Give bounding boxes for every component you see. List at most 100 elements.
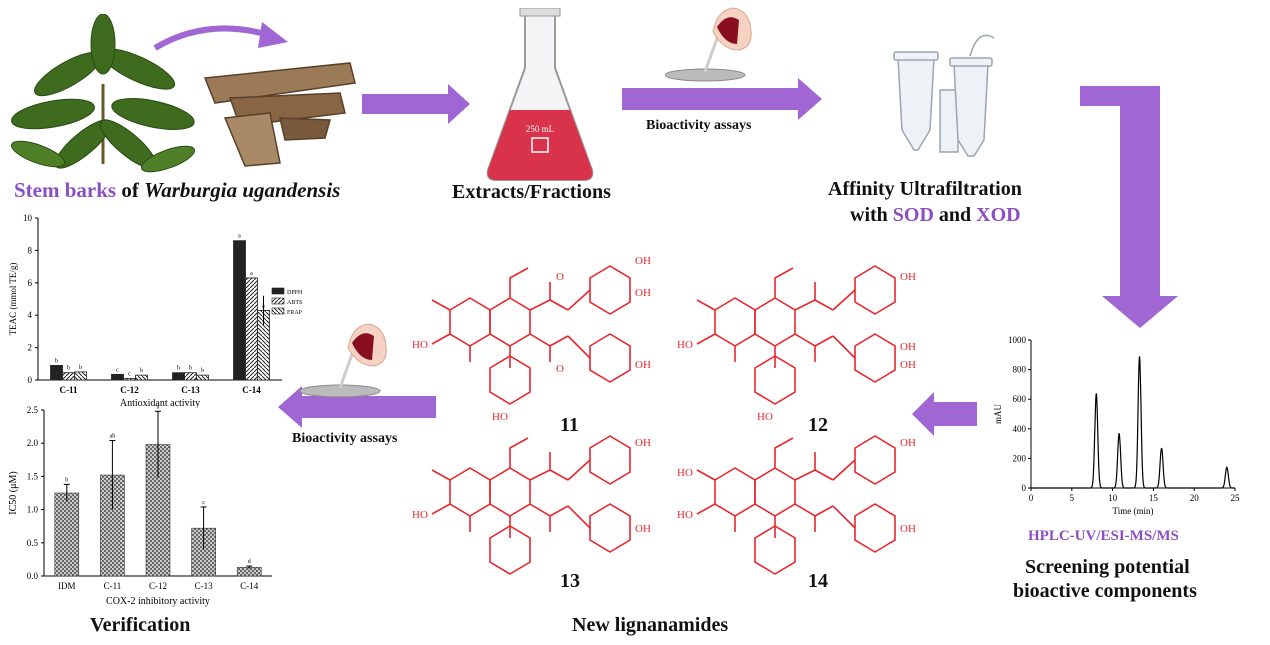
y-tick-label: 200 — [1013, 453, 1027, 463]
y-tick-label: 4 — [28, 310, 33, 320]
compound-11-number: 11 — [560, 414, 579, 436]
svg-text:O: O — [556, 363, 564, 375]
x-tick-label: 10 — [1108, 493, 1118, 503]
bar-dpph — [111, 373, 124, 381]
chart-title: Antioxidant activity — [120, 398, 200, 408]
bar-abts — [245, 277, 258, 381]
screening-line2: bioactive components — [1013, 580, 1197, 602]
significance-letter: b — [177, 366, 180, 372]
compound-14-number: 14 — [808, 570, 828, 592]
y-tick-label: 1.5 — [27, 471, 39, 481]
chromatogram-trace — [1031, 356, 1235, 489]
y-tick-label: 0 — [28, 375, 33, 385]
x-axis-label: Time (min) — [1113, 506, 1154, 516]
svg-text:OH: OH — [635, 437, 651, 449]
significance-letter: b — [189, 366, 192, 372]
x-tick-label: C-13 — [181, 385, 200, 395]
svg-text:HO: HO — [677, 509, 693, 521]
legend-swatch — [271, 287, 285, 295]
significance-letter: a — [238, 234, 241, 240]
dropper-hand-icon — [665, 7, 752, 82]
significance-letter: b — [79, 365, 82, 371]
chart-title: COX-2 inhibitory activity — [106, 596, 210, 607]
significance-letter: c — [116, 367, 119, 373]
arrow-icon — [622, 78, 822, 120]
compound-13-number: 13 — [560, 570, 580, 592]
y-tick-label: 0.0 — [27, 571, 39, 581]
flask-icon: 250 mL — [486, 8, 594, 181]
significance-letter: b — [201, 368, 204, 374]
significance-letter: ab — [110, 434, 116, 440]
dropper-hand-icon — [300, 323, 387, 398]
svg-text:OH: OH — [635, 359, 651, 371]
stem-barks-prefix: Stem barks — [14, 178, 117, 202]
bar-frap — [196, 374, 209, 381]
y-tick-label: 2 — [28, 343, 33, 353]
plant-icon — [11, 14, 195, 173]
significance-letter: b — [67, 366, 70, 372]
y-tick-label: 600 — [1013, 394, 1027, 404]
significance-letter: c — [202, 500, 205, 506]
flask-mark: 250 mL — [526, 124, 554, 134]
arrow-icon — [258, 22, 288, 48]
y-tick-label: 0 — [1022, 483, 1027, 493]
affinity-line1: Affinity Ultrafiltration — [828, 178, 1022, 200]
extracts-label: Extracts/Fractions — [452, 181, 611, 203]
bioassay-mid-label: Bioactivity assays — [292, 431, 398, 446]
species-name: Warburgia ugandensis — [144, 178, 341, 202]
x-tick-label: C-11 — [60, 385, 79, 395]
affinity-and: and — [933, 204, 977, 226]
bar-frap — [135, 374, 148, 381]
affinity-line2: with SOD and XOD — [850, 204, 1021, 227]
y-tick-label: 2.0 — [27, 438, 39, 448]
bioassay-top-label: Bioactivity assays — [646, 118, 752, 133]
curved-arrow-icon — [153, 25, 266, 51]
xod-label: XOD — [976, 204, 1021, 226]
legend-label: DPPH — [287, 290, 302, 296]
verification-label: Verification — [90, 614, 191, 636]
svg-text:OH: OH — [900, 359, 916, 371]
svg-text:OH: OH — [635, 255, 651, 267]
significance-letter: a — [157, 404, 160, 410]
y-tick-label: 10 — [23, 213, 33, 223]
sod-label: SOD — [892, 204, 934, 226]
lignanamide-structures: OH OH OH HO O O HO OH OH OH HO HO OH OH … — [412, 255, 916, 575]
x-tick-label: C-13 — [195, 581, 214, 591]
microtube-icon — [893, 34, 995, 157]
x-tick-label: C-11 — [104, 581, 122, 591]
bar-dpph — [50, 365, 63, 381]
svg-text:HO: HO — [412, 339, 428, 351]
y-tick-label: 1.0 — [27, 505, 39, 515]
bar-abts — [123, 377, 136, 381]
compound-14: OH OH HO HO HO — [677, 435, 916, 575]
y-tick-label: 1000 — [1008, 335, 1027, 345]
y-tick-label: 0.5 — [27, 538, 39, 548]
svg-text:HO: HO — [677, 339, 693, 351]
significance-letter: b — [140, 368, 143, 374]
x-tick-label: C-14 — [240, 581, 259, 591]
bar — [54, 492, 80, 577]
significance-letter: b — [65, 477, 68, 483]
compound-12-number: 12 — [808, 414, 828, 436]
svg-text:O: O — [556, 271, 564, 283]
legend-label: FRAP — [287, 310, 302, 316]
y-axis-label: mAU — [993, 404, 1003, 425]
svg-text:OH: OH — [900, 341, 916, 353]
stem-barks-label: Stem barks of Warburgia ugandensis — [14, 178, 340, 203]
x-tick-label: C-12 — [120, 385, 139, 395]
legend-swatch — [271, 307, 285, 315]
new-lignanamides-label: New lignanamides — [572, 614, 729, 636]
significance-letter: b — [55, 358, 58, 364]
bar-abts — [184, 372, 197, 381]
x-tick-label: IDM — [58, 581, 76, 591]
significance-letter: d — [248, 559, 251, 565]
compound-13: OH OH HO HO — [412, 435, 651, 575]
x-tick-label: 5 — [1070, 493, 1075, 503]
y-tick-label: 400 — [1013, 424, 1027, 434]
y-tick-label: 2.5 — [27, 405, 39, 415]
y-axis-label: TEAC (mmol TE/g) — [8, 263, 18, 336]
svg-text:HO: HO — [757, 411, 773, 423]
